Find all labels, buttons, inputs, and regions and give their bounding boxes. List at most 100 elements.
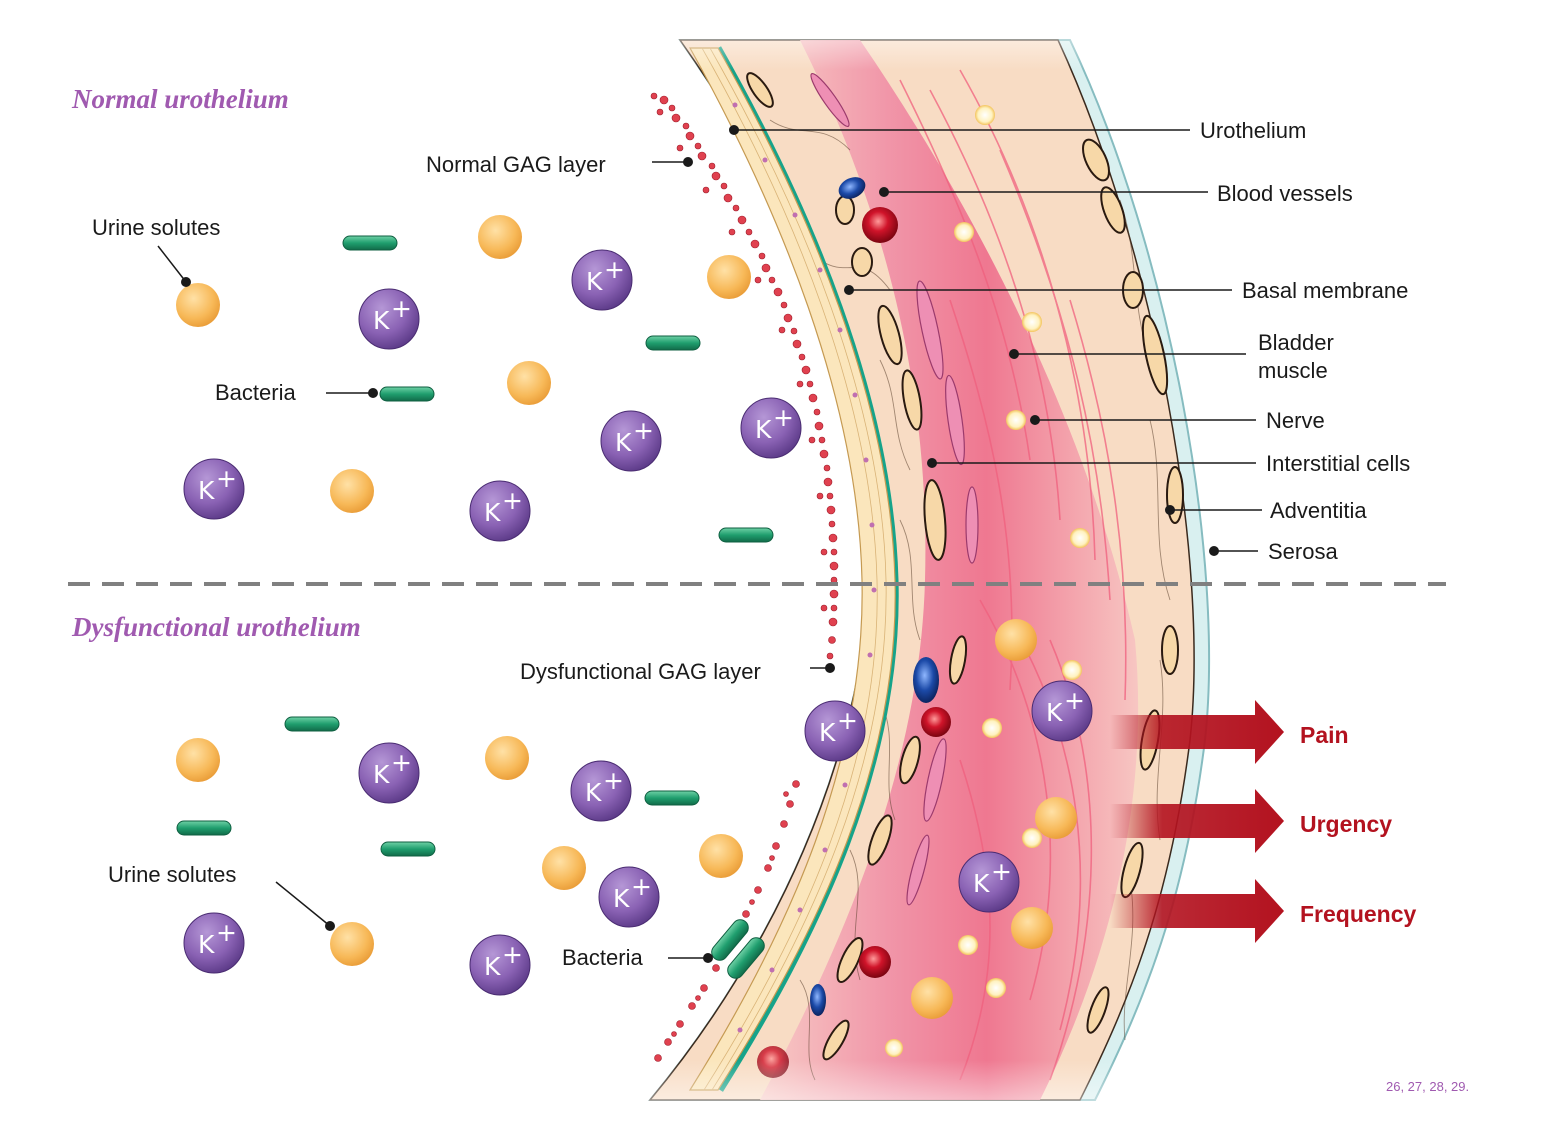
potassium-ion: K+	[469, 480, 531, 542]
ion-label: K	[613, 884, 630, 913]
bacterium	[176, 820, 232, 836]
ion-label: K	[819, 718, 836, 747]
potassium-ion: K+	[740, 397, 802, 459]
bacterium	[380, 841, 436, 857]
ion-charge: +	[991, 857, 1012, 886]
label-urine-solutes-bottom: Urine solutes	[108, 862, 236, 887]
ion-label: K	[615, 428, 632, 457]
label-urine-solutes-top: Urine solutes	[92, 215, 220, 240]
right-leaders	[734, 129, 1262, 552]
ion-charge: +	[773, 403, 794, 432]
ion-label: K	[585, 778, 602, 807]
ion-charge: +	[1064, 686, 1085, 715]
label-nerve: Nerve	[1266, 408, 1325, 433]
urine-solute	[330, 922, 374, 966]
label-serosa: Serosa	[1268, 539, 1338, 564]
urine-solutes	[176, 215, 751, 966]
potassium-ion: K+	[571, 249, 633, 311]
ion-label: K	[1046, 698, 1063, 727]
urine-solute	[542, 846, 586, 890]
potassium-ion: K+	[469, 934, 531, 996]
bacteria-group	[176, 235, 774, 979]
ion-charge: +	[216, 918, 237, 947]
ion-label: K	[484, 498, 501, 527]
ion-label: K	[484, 952, 501, 981]
section-title-dysfunctional: Dysfunctional urothelium	[71, 612, 361, 642]
ion-label: K	[586, 267, 603, 296]
label-bacteria-top: Bacteria	[215, 380, 296, 405]
potassium-ion: K+	[804, 700, 866, 762]
urine-solute	[176, 283, 220, 327]
urine-solute	[330, 469, 374, 513]
bacterium	[284, 716, 340, 732]
potassium-ion: K+	[570, 760, 632, 822]
penetrating-solutes	[911, 619, 1077, 1019]
ion-charge: +	[216, 464, 237, 493]
ion-charge: +	[502, 940, 523, 969]
ion-label: K	[373, 306, 390, 335]
urine-solute	[507, 361, 551, 405]
smooth-muscle-cells	[810, 72, 979, 906]
section-title-normal: Normal urothelium	[71, 84, 289, 114]
references: 26, 27, 28, 29.	[1386, 1079, 1469, 1094]
label-bacteria-bottom: Bacteria	[562, 945, 643, 970]
ion-label: K	[373, 760, 390, 789]
right-leader-dots	[729, 125, 1219, 556]
ion-charge: +	[391, 294, 412, 323]
potassium-ion: K+	[958, 851, 1020, 913]
urine-solute	[485, 736, 529, 780]
arrow-frequency	[1110, 879, 1284, 943]
effect-arrows	[1110, 700, 1284, 943]
bacterium	[342, 235, 398, 251]
label-normal-gag: Normal GAG layer	[426, 152, 606, 177]
bladder-muscle-layer	[760, 40, 1139, 1100]
bacterium	[644, 790, 700, 806]
ion-label: K	[755, 415, 772, 444]
label-dysfunctional-gag: Dysfunctional GAG layer	[520, 659, 761, 684]
urine-solute	[707, 255, 751, 299]
bacterium	[718, 527, 774, 543]
blood-vessels-top	[838, 177, 898, 243]
potassium-ion: K+	[358, 742, 420, 804]
urothelium-nuclei	[732, 102, 877, 1033]
label-basal-membrane: Basal membrane	[1242, 278, 1408, 303]
arrow-pain	[1110, 700, 1284, 764]
nerve-dots	[885, 105, 1090, 1057]
potassium-ion: K+	[358, 288, 420, 350]
urine-solute	[176, 738, 220, 782]
urothelium-cells	[701, 47, 887, 1091]
gag-layer-normal	[650, 92, 839, 627]
ion-charge: +	[837, 706, 858, 735]
arrow-urgency	[1110, 789, 1284, 853]
label-interstitial-cells: Interstitial cells	[1266, 451, 1410, 476]
potassium-ion: K+	[183, 912, 245, 974]
potassium-ion: K+	[600, 410, 662, 472]
label-adventitia: Adventitia	[1270, 498, 1367, 523]
effect-urgency: Urgency	[1300, 811, 1392, 837]
label-bladder-muscle-line2: muscle	[1258, 358, 1328, 383]
bacterium	[645, 335, 701, 351]
adherent-bacterium	[727, 937, 765, 979]
effect-frequency: Frequency	[1300, 901, 1417, 927]
urine-solute	[478, 215, 522, 259]
ion-charge: +	[631, 872, 652, 901]
left-leader-dots	[181, 157, 835, 963]
urine-solute	[699, 834, 743, 878]
bladder-wall	[600, 0, 1300, 1146]
ion-label: K	[198, 930, 215, 959]
label-urothelium: Urothelium	[1200, 118, 1306, 143]
label-blood-vessels: Blood vessels	[1217, 181, 1353, 206]
label-bladder-muscle-line1: Bladder	[1258, 330, 1334, 355]
potassium-ion: K+	[183, 458, 245, 520]
effect-pain: Pain	[1300, 722, 1349, 748]
potassium-ion: K+	[598, 866, 660, 928]
ion-charge: +	[633, 416, 654, 445]
bacterium	[379, 386, 435, 402]
ion-charge: +	[391, 748, 412, 777]
adherent-bacterium	[711, 919, 749, 961]
potassium-ions: K+K+K+K+K+K+K+K+K+K+K+K+K+K+	[183, 249, 1093, 996]
potassium-ion: K+	[1031, 680, 1093, 742]
ion-charge: +	[502, 486, 523, 515]
